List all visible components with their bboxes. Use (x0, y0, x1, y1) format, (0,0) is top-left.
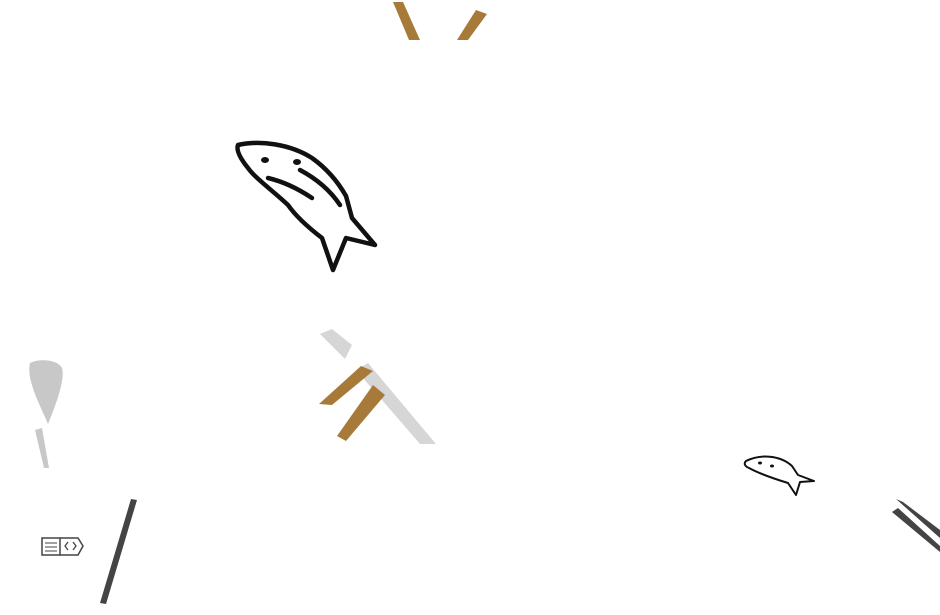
fish-eye-large-icon (261, 157, 301, 165)
brown-double-slash-icon (319, 366, 385, 441)
dark-slash-icon (100, 499, 137, 604)
fish-eye-small-icon (758, 461, 774, 468)
gray-diagonal-bar-icon (320, 329, 436, 444)
fish-outline-large-icon (235, 140, 378, 273)
brown-v-shape-icon (393, 2, 487, 40)
fish-outline-small-icon (743, 455, 815, 496)
dark-double-slash-corner-icon (892, 499, 940, 552)
gray-teardrop-icon (29, 360, 63, 468)
keyboard-badge-icon (41, 537, 84, 556)
